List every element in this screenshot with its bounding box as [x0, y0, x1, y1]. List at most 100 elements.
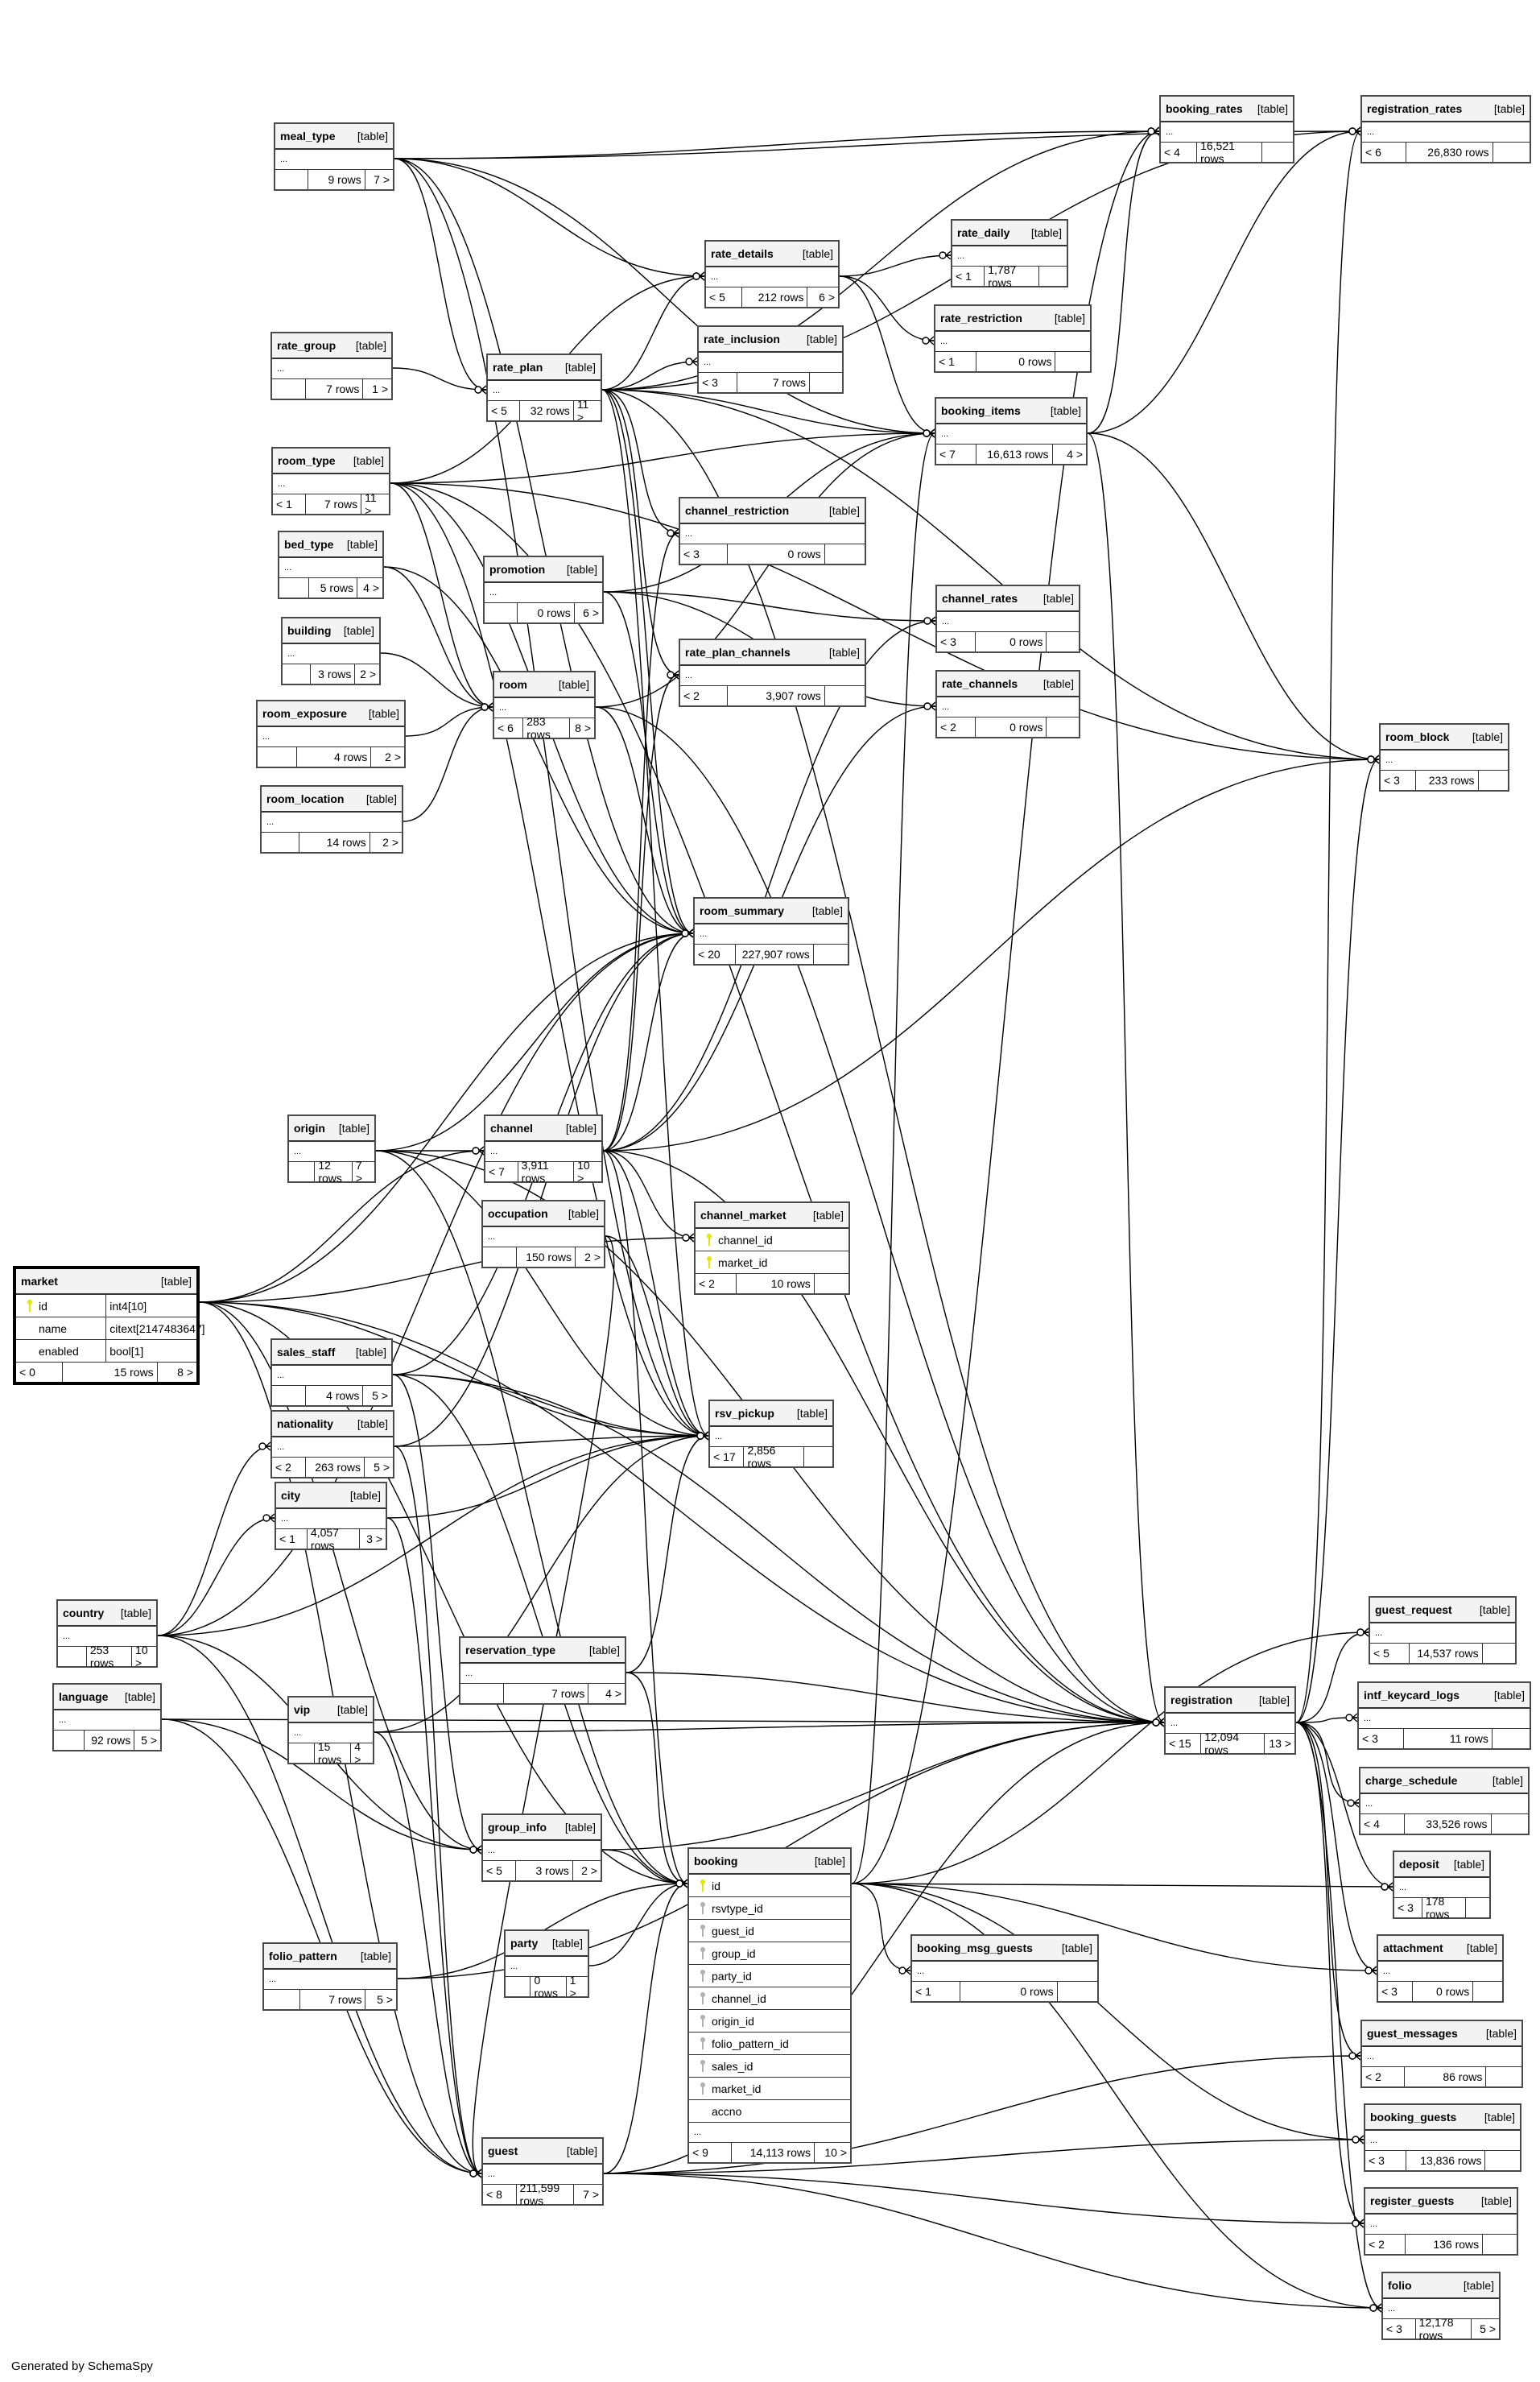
table-name[interactable]: building	[287, 624, 332, 637]
children-link[interactable]: 8 >	[177, 1366, 193, 1379]
children-link[interactable]: 6 >	[819, 291, 835, 304]
parents-link[interactable]: < 1	[952, 267, 985, 286]
table-name[interactable]: rate_details	[711, 247, 774, 260]
parents-link[interactable]: < 6	[1362, 143, 1406, 162]
children-link[interactable]	[1047, 632, 1079, 651]
parents-link[interactable]: < 0	[16, 1363, 64, 1382]
table-name[interactable]: promotion	[489, 563, 546, 576]
children-link[interactable]: 4 >	[354, 1740, 361, 1766]
table-name[interactable]: channel	[490, 1122, 533, 1135]
table-name[interactable]: folio_pattern	[269, 1950, 337, 1962]
parents-link[interactable]: < 3	[937, 632, 976, 651]
parents-link[interactable]: < 7	[485, 1162, 518, 1181]
table-name[interactable]: registration_rates	[1367, 102, 1463, 115]
table-name[interactable]: charge_schedule	[1365, 1774, 1458, 1787]
parents-link[interactable]: < 3	[1365, 2151, 1407, 2170]
parents-link[interactable]: < 2	[272, 1458, 306, 1477]
children-link[interactable]: 11 >	[365, 491, 377, 517]
parents-link[interactable]: < 3	[1378, 1982, 1413, 2001]
table-name[interactable]: room	[499, 678, 527, 691]
parents-link[interactable]: < 5	[1370, 1644, 1410, 1663]
children-link[interactable]: 5 >	[141, 1734, 157, 1747]
children-link[interactable]: 5 >	[372, 1389, 388, 1402]
children-link[interactable]: 7 >	[355, 1159, 363, 1185]
table-name[interactable]: booking_rates	[1166, 102, 1243, 115]
children-link[interactable]: 3 >	[366, 1532, 382, 1545]
table-name[interactable]: vip	[294, 1703, 311, 1716]
children-link[interactable]	[814, 945, 848, 964]
parents-link[interactable]: < 17	[710, 1447, 745, 1466]
children-link[interactable]: 4 >	[605, 1687, 621, 1700]
table-name[interactable]: market	[21, 1275, 58, 1288]
parents-link[interactable]: < 5	[706, 287, 743, 307]
table-name[interactable]: room_block	[1385, 730, 1450, 743]
children-link[interactable]: 4 >	[363, 581, 379, 594]
parents-link[interactable]	[258, 747, 298, 767]
parents-link[interactable]: < 2	[1362, 2067, 1405, 2086]
children-link[interactable]	[1493, 143, 1530, 162]
table-name[interactable]: rate_channels	[942, 677, 1018, 690]
children-link[interactable]: 7 >	[374, 173, 390, 186]
table-name[interactable]: folio	[1388, 2279, 1412, 2292]
children-link[interactable]	[810, 373, 842, 392]
table-name[interactable]: origin	[294, 1122, 325, 1135]
children-link[interactable]: 11 >	[576, 398, 589, 424]
table-name[interactable]: intf_keycard_logs	[1364, 1689, 1460, 1702]
table-name[interactable]: rate_daily	[957, 226, 1010, 239]
parents-link[interactable]: < 8	[483, 2185, 517, 2204]
parents-link[interactable]	[272, 379, 306, 399]
children-link[interactable]	[1039, 267, 1067, 286]
table-name[interactable]: booking_guests	[1370, 2111, 1457, 2124]
parents-link[interactable]: < 7	[936, 445, 976, 464]
table-name[interactable]: register_guests	[1370, 2194, 1455, 2207]
parents-link[interactable]	[483, 1247, 517, 1267]
table-name[interactable]: rsv_pickup	[715, 1407, 774, 1420]
parents-link[interactable]: < 2	[680, 686, 729, 705]
table-name[interactable]: sales_staff	[277, 1346, 336, 1358]
children-link[interactable]: 8 >	[575, 722, 591, 734]
parents-link[interactable]	[272, 1386, 306, 1405]
children-link[interactable]: 13 >	[1269, 1737, 1291, 1750]
parents-link[interactable]: < 1	[912, 1982, 960, 2001]
table-name[interactable]: rate_plan	[493, 361, 543, 374]
parents-link[interactable]: < 2	[1365, 2235, 1406, 2254]
children-link[interactable]: 1 >	[372, 383, 388, 395]
table-name[interactable]: channel_rates	[942, 592, 1018, 605]
table-name[interactable]: booking_msg_guests	[917, 1942, 1033, 1954]
children-link[interactable]: 5 >	[1480, 2322, 1496, 2335]
table-name[interactable]: occupation	[488, 1207, 548, 1220]
table-name[interactable]: language	[59, 1690, 109, 1703]
table-name[interactable]: rate_inclusion	[704, 333, 780, 345]
parents-link[interactable]	[460, 1684, 504, 1703]
children-link[interactable]	[1492, 1814, 1528, 1834]
children-link[interactable]: 2 >	[584, 1251, 601, 1263]
parents-link[interactable]	[279, 578, 310, 598]
parents-link[interactable]	[58, 1647, 87, 1666]
children-link[interactable]: 2 >	[360, 668, 376, 680]
children-link[interactable]: 2 >	[385, 751, 401, 763]
